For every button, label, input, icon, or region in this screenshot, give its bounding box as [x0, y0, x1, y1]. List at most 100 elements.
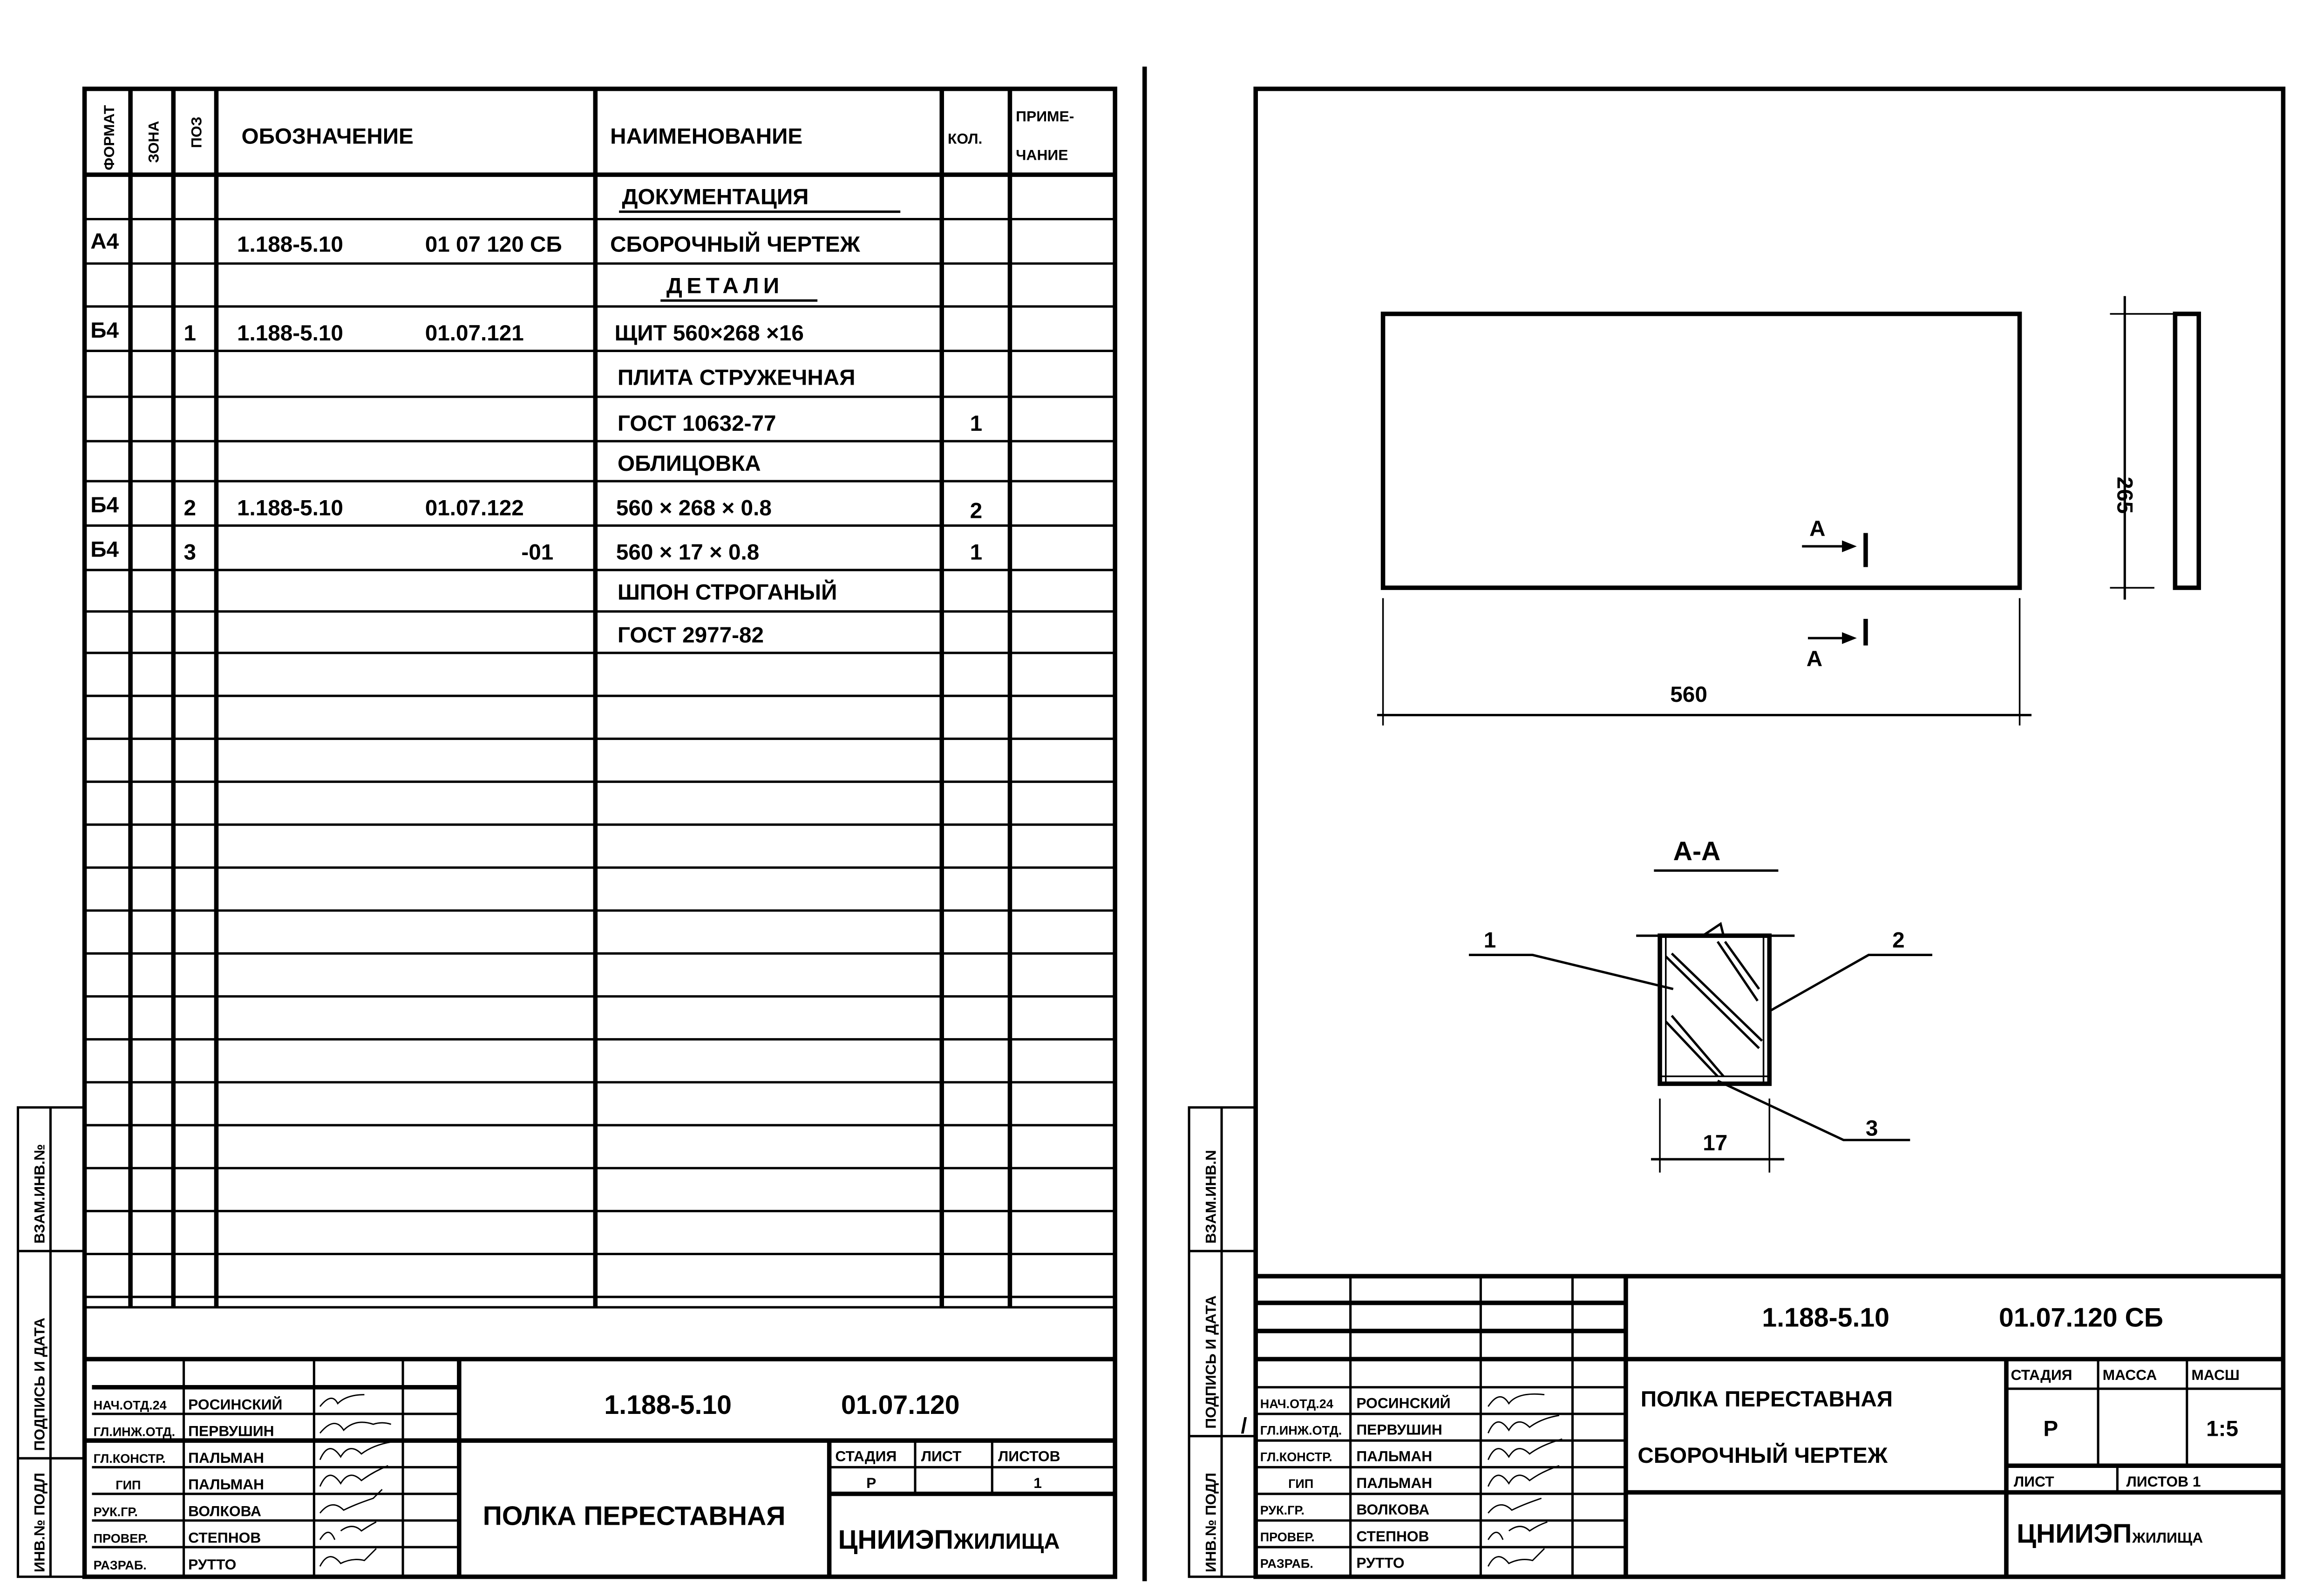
staff-name: Рутто — [188, 1556, 236, 1573]
row-pos: 3 — [184, 540, 197, 565]
row-name: Щит 560×268 ×16 — [615, 321, 804, 346]
right-side-strip: Инв.№ подл Подпись и дата Взам.инв.N / — [1188, 1106, 1257, 1578]
row-format: А4 — [90, 229, 119, 254]
staff-name: Пальман — [1356, 1474, 1432, 1491]
table-row: Документация — [619, 185, 901, 213]
table-row: ГОСТ 2977-82 — [618, 623, 764, 648]
row-name: Облицовка — [618, 451, 761, 476]
org-name: ЦНИИЭП — [2017, 1519, 2132, 1549]
callout-3: 3 — [1866, 1116, 1878, 1141]
table-row: Б4 3 -01 560 × 17 × 0.8 1 — [90, 537, 982, 564]
staff-role: Разраб. — [94, 1558, 147, 1572]
header-pos: Поз — [188, 116, 205, 148]
table-row: Плита стружечная — [618, 366, 855, 390]
right-title-block: Нач.отд.24 Росинский Гл.инж.отд. Первуши… — [1256, 1274, 2283, 1577]
title-name: Полка переставная — [483, 1501, 786, 1531]
signatures — [1487, 1393, 1563, 1567]
staff-name: Первушин — [188, 1423, 274, 1440]
staff-name: Волкова — [188, 1502, 261, 1519]
row-qty: 1 — [970, 411, 983, 436]
scale-label: Масш — [2191, 1366, 2240, 1383]
table-row: ГОСТ 10632-77 1 — [618, 411, 982, 436]
revision-mark: / — [1241, 1413, 1247, 1438]
row-pos: 1 — [184, 321, 197, 346]
staff-name: Степнов — [1356, 1528, 1429, 1544]
row-qty: 2 — [970, 499, 983, 523]
staff-role: ГИП — [116, 1478, 141, 1492]
stage-value: Р — [2043, 1417, 2058, 1441]
staff-name: Рутто — [1356, 1555, 1404, 1571]
table-row: Шпон строганый — [618, 579, 837, 605]
org-suffix: жилища — [953, 1529, 1060, 1554]
header-zone: Зона — [145, 121, 162, 163]
row-name: 560 × 17 × 0.8 — [616, 540, 759, 565]
sheet-label: Лист — [921, 1448, 962, 1465]
staff-role: Рук.гр. — [1260, 1503, 1304, 1517]
spec-table-header: Формат Зона Поз Обозначение Наименование… — [101, 105, 1074, 170]
section-title: А-А — [1673, 836, 1721, 866]
header-qty: Кол. — [948, 130, 982, 147]
header-note-1: Приме- — [1016, 108, 1074, 125]
table-row: А4 1.188-5.10 01 07 120 СБ Сборочный чер… — [90, 229, 860, 257]
header-format: Формат — [101, 105, 117, 170]
staff-role: Гл.инж.отд. — [1260, 1423, 1342, 1437]
staff-role: Рук.гр. — [94, 1505, 138, 1519]
staff-name: Степнов — [188, 1529, 261, 1546]
row-name: ГОСТ 2977-82 — [618, 623, 764, 648]
title-code: 1.188-5.10 — [604, 1390, 732, 1420]
signatures — [319, 1394, 392, 1567]
stage-label: Стадия — [835, 1448, 897, 1465]
header-name: Наименование — [610, 124, 802, 149]
row-name: ГОСТ 10632-77 — [618, 411, 776, 436]
org-name: ЦНИИЭП — [838, 1525, 953, 1555]
row-name: 560 × 268 × 0.8 — [616, 496, 772, 520]
staff-role: Провер. — [1260, 1530, 1315, 1544]
row-code: 1.188-5.10 — [237, 232, 343, 257]
row-name: Шпон строганый — [618, 579, 837, 605]
row-suffix: -01 — [521, 540, 553, 565]
row-suffix: 01 07 120 СБ — [425, 232, 562, 257]
mass-label: Масса — [2103, 1366, 2157, 1383]
staff-list: Нач.отд.24 Росинский Гл.инж.отд. Первуши… — [94, 1396, 283, 1572]
staff-role: Нач.отд.24 — [94, 1398, 167, 1412]
stage-value: Р — [866, 1474, 876, 1491]
section-mark-top: А — [1809, 516, 1825, 541]
title-name-1: Полка переставная — [1641, 1387, 1893, 1412]
title-number: 01.07.120 СБ — [1999, 1303, 2163, 1332]
row-name: Плита стружечная — [618, 366, 855, 390]
title-code: 1.188-5.10 — [1762, 1303, 1889, 1332]
row-suffix: 01.07.121 — [425, 321, 524, 346]
row-name: Сборочный чертеж — [610, 231, 861, 257]
signature-date-label: Подпись и дата — [31, 1318, 48, 1451]
sheets-value: 1 — [1033, 1474, 1042, 1491]
staff-role: Нач.отд.24 — [1260, 1397, 1333, 1411]
staff-role: Провер. — [94, 1532, 148, 1546]
stage-label: Стадия — [2011, 1366, 2072, 1383]
row-code: 1.188-5.10 — [237, 321, 343, 346]
row-format: Б4 — [90, 537, 119, 562]
staff-name: Пальман — [188, 1449, 264, 1466]
table-row: Облицовка — [618, 451, 761, 476]
staff-name: Росинский — [1356, 1394, 1450, 1411]
front-view: А А 560 — [1377, 312, 2031, 726]
replacement-inv-label: Взам.инв.N — [1202, 1150, 1219, 1243]
replacement-inv-label: Взам.инв.№ — [31, 1144, 48, 1244]
height-dimension: 265 — [2112, 477, 2137, 514]
header-note-2: чание — [1016, 146, 1068, 163]
table-row: Детали — [660, 273, 818, 302]
scale-value: 1:5 — [2206, 1417, 2238, 1441]
section-a-a: А-А 1 2 3 17 — [1468, 836, 1932, 1173]
staff-name: Пальман — [188, 1476, 264, 1493]
staff-name: Волкова — [1356, 1501, 1429, 1518]
inv-original-label: Инв.№ подл — [31, 1473, 48, 1572]
row-format: Б4 — [90, 318, 119, 343]
row-format: Б4 — [90, 493, 119, 517]
inv-original-label: Инв.№ подл — [1202, 1473, 1219, 1572]
staff-role: Гл.инж.отд. — [94, 1425, 176, 1439]
sheet-label: Лист — [2014, 1473, 2054, 1490]
spec-table-grid — [84, 88, 1115, 1309]
title-number: 01.07.120 — [841, 1390, 960, 1420]
width-dimension: 560 — [1670, 682, 1707, 707]
side-view: 265 — [2110, 296, 2201, 600]
